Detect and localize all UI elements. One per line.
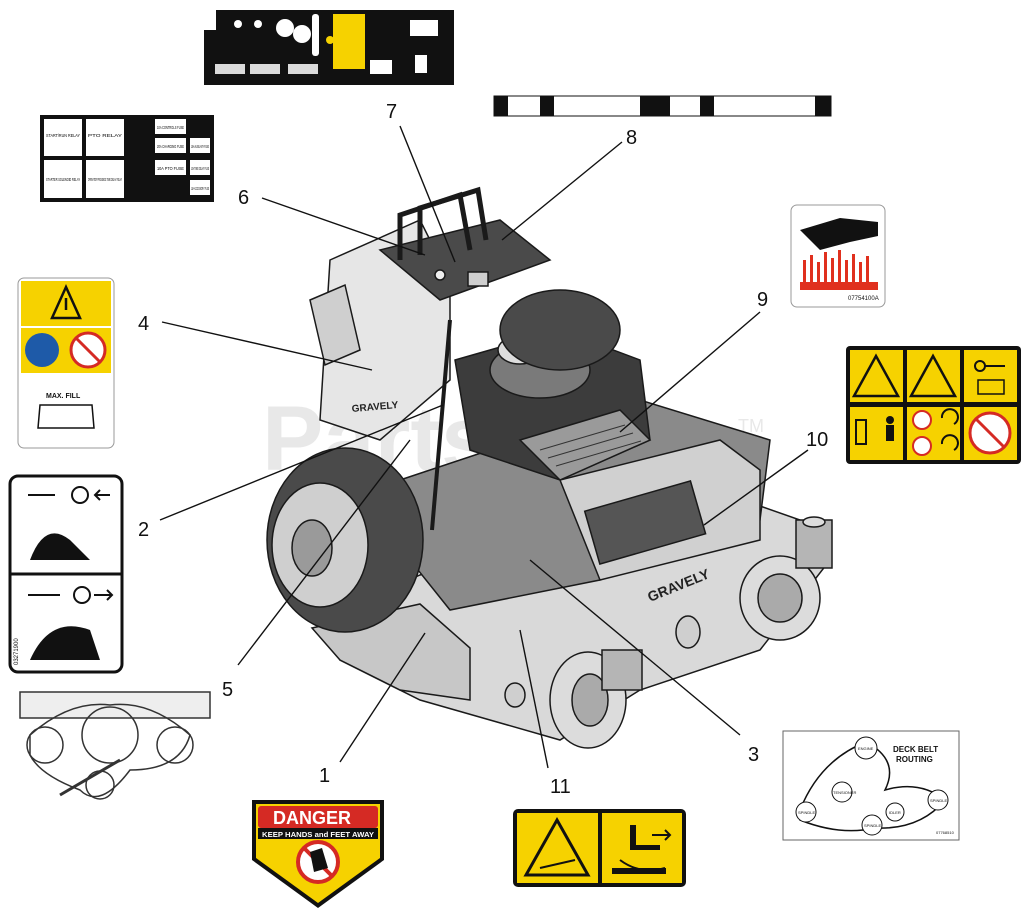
fuse-relay-decal: START/RUN RELAY PTO RELAY STARTER SOLENO… — [40, 115, 214, 202]
parking-brake-decal: 03271900 — [8, 474, 124, 674]
hot-surface-decal: 07754100A — [790, 204, 886, 308]
callout-5: 5 — [222, 679, 233, 701]
leader-4 — [161, 321, 373, 371]
leader-lines — [159, 125, 809, 769]
left-drive-wheel — [266, 447, 424, 633]
height-of-cut-strip — [493, 95, 832, 117]
leader-8 — [501, 141, 623, 241]
leader-7 — [399, 125, 456, 263]
fuel-warning-decal: MAX. FILL — [17, 277, 115, 449]
callout-11: 11 — [550, 776, 571, 798]
seat-icon — [630, 825, 660, 850]
pulley-idler: IDLER — [889, 810, 901, 815]
leader-3 — [529, 559, 741, 736]
belt-decal-title-2: ROUTING — [896, 755, 933, 764]
hot-decal-part-no: 07754100A — [848, 296, 879, 302]
callout-numbers: 1 2 3 4 5 6 7 8 9 10 11 — [138, 101, 828, 798]
brake-decal-part-no: 03271900 — [14, 638, 20, 665]
pulley-engine: ENGINE — [858, 746, 874, 751]
hand-icon — [800, 218, 878, 250]
leader-2 — [159, 404, 444, 521]
callout-10: 10 — [806, 429, 828, 451]
tank-icon — [37, 404, 95, 429]
max-fill-label: MAX. FILL — [46, 393, 81, 400]
fender-brand-text: GRAVELY — [351, 400, 399, 415]
callout-7: 7 — [386, 101, 397, 123]
rollover-icon — [908, 353, 958, 398]
danger-title: DANGER — [273, 808, 351, 828]
no-hands-icon — [912, 410, 932, 430]
callout-6: 6 — [238, 187, 249, 209]
fuse-time-delay: 10A TIME DELAY FUSE — [191, 166, 209, 171]
watermark-tm: TM — [738, 416, 764, 436]
pulley-tensioner: TENSIONER — [833, 790, 856, 795]
front-caster-left — [549, 649, 643, 749]
fuse-charging: 20A CHARGING FUSE — [157, 144, 184, 149]
callout-8: 8 — [626, 127, 637, 149]
fuse-auxiliary: 15A AUXILIARY FUSE — [191, 144, 209, 149]
thrown-object-icon — [851, 353, 901, 398]
thrown-object-seat-decal — [513, 809, 686, 887]
fuse-controls: 10A CONTROLS FUSE — [157, 125, 184, 130]
relay-starter-solenoid: STARTER SOLENOID RELAY — [46, 177, 80, 182]
leader-10 — [703, 449, 809, 526]
person-icon — [886, 416, 894, 424]
pulley-spindle-right: SPINDLE — [930, 798, 947, 803]
leader-6 — [261, 197, 426, 256]
belt-decal-part-no: 07768510 — [936, 830, 955, 835]
fuse-accessory: 15A ACCESSORY FUSE — [191, 186, 209, 191]
no-feet-icon — [912, 436, 932, 456]
belt-drive-illustration — [19, 691, 211, 800]
leader-1 — [339, 632, 426, 763]
danger-subtitle: KEEP HANDS and FEET AWAY — [262, 830, 374, 839]
safety-warning-decal — [846, 346, 1021, 464]
right-drive-wheel — [499, 289, 621, 371]
pulley-spindle-front: SPINDLE — [864, 823, 881, 828]
relay-start-run: START/RUN RELAY — [46, 133, 80, 138]
callout-9: 9 — [757, 289, 768, 311]
danger-decal: DANGER KEEP HANDS and FEET AWAY — [252, 800, 384, 908]
mower-illustration: GRAVELY GRAVELY — [266, 186, 833, 749]
fuse-pto: 10A PTO FUSE — [157, 166, 184, 171]
fuel-tank — [309, 283, 361, 367]
door-icon — [855, 419, 867, 445]
belt-decal-title-1: DECK BELT — [893, 745, 938, 754]
callout-3: 3 — [748, 744, 759, 766]
pulley-spindle-left: SPINDLE — [798, 810, 815, 815]
deck-belt-routing-decal: DECK BELT ROUTING ENGINE TENSIONER SPIND… — [782, 730, 960, 841]
front-caster-right — [739, 516, 833, 641]
relay-operator-presence: OPERATOR PRESENCE TIME DELAY RELAY — [88, 177, 122, 182]
leader-11 — [519, 629, 549, 769]
control-panel-decal — [204, 10, 454, 85]
read-manual-icon — [25, 333, 59, 367]
leader-5 — [237, 439, 411, 666]
relay-pto: PTO RELAY — [88, 133, 122, 138]
callout-2: 2 — [138, 519, 149, 541]
leader-9 — [619, 311, 761, 433]
callout-4: 4 — [138, 313, 149, 335]
warning-triangle-icon — [523, 816, 591, 877]
manual-icon — [977, 379, 1005, 395]
callout-1: 1 — [319, 765, 330, 787]
